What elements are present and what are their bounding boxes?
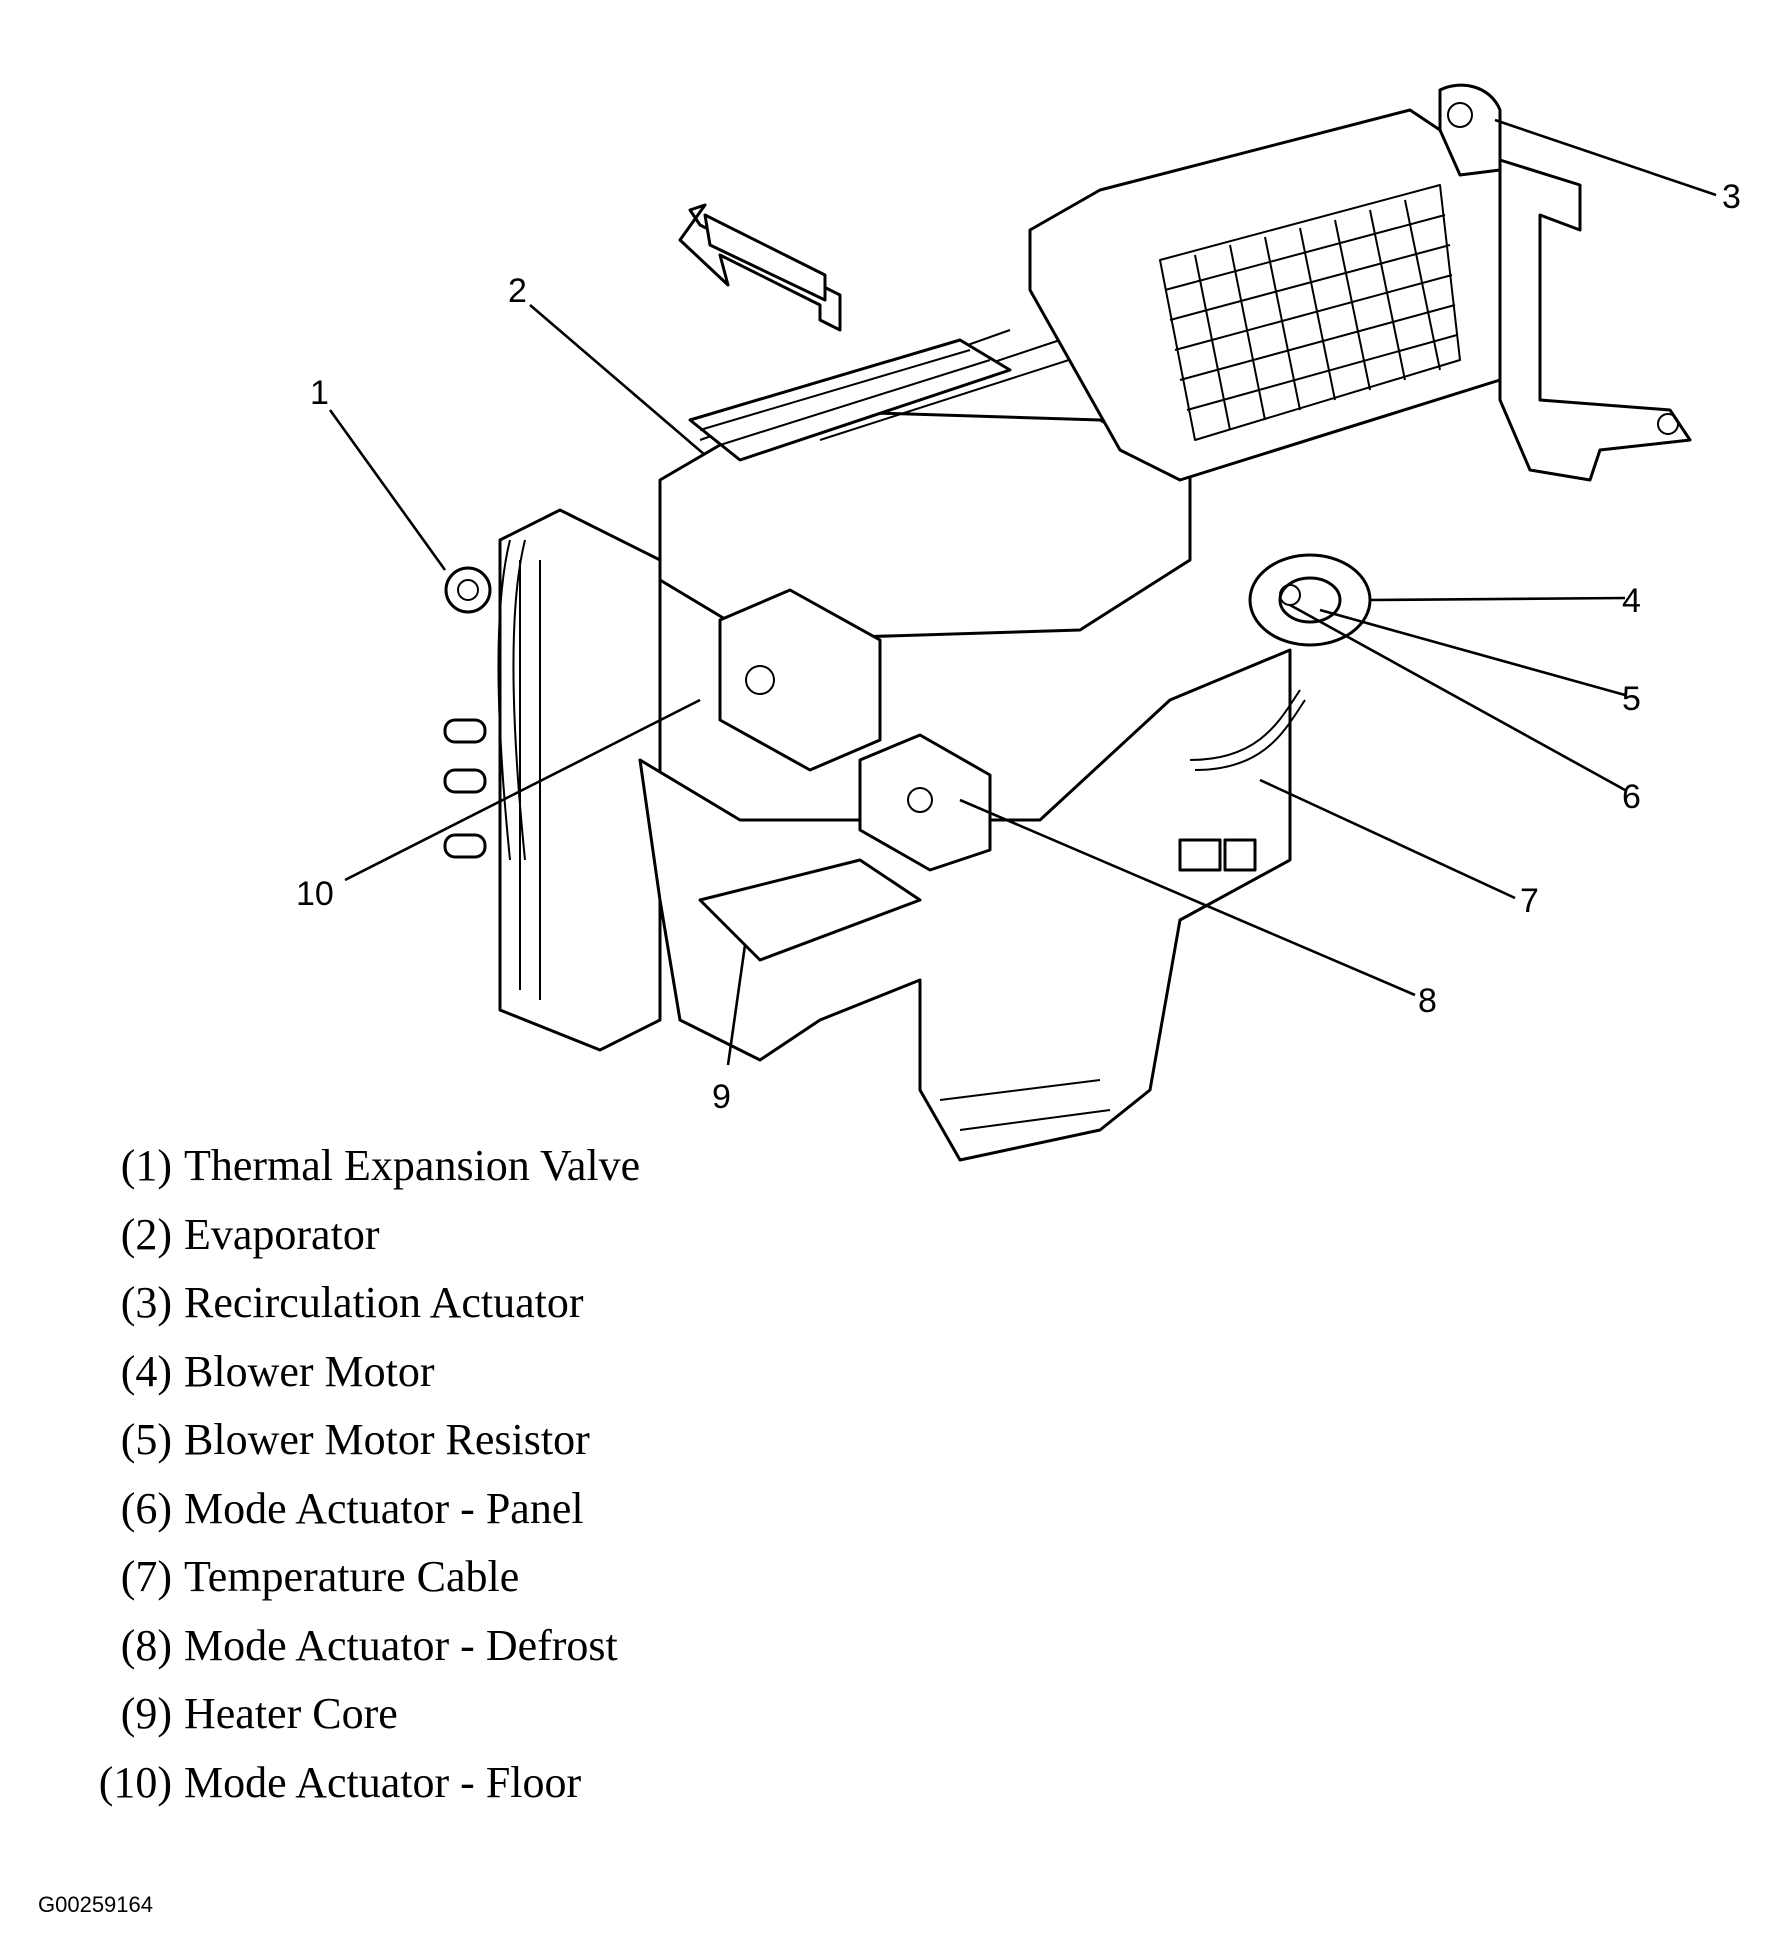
callout-10: 10 [296,875,334,913]
hvac-housing-illustration [443,83,1692,1162]
leader-lines [328,118,1717,1066]
legend-item-7: (7) Temperature Cable [120,1552,520,1601]
legend-item-5: (5) Blower Motor Resistor [120,1415,590,1464]
leader-line-9 [726,944,747,1066]
callout-8: 8 [1418,982,1437,1020]
leader-line-7 [1259,778,1516,900]
leader-line-5 [1319,608,1626,697]
leader-line-1 [328,409,447,571]
callout-4: 4 [1622,582,1641,620]
callout-numbers: 1 2 3 4 5 6 7 8 9 10 [296,178,1741,1116]
callout-2: 2 [508,272,527,310]
parts-legend: (1) Thermal Expansion Valve (2) Evaporat… [72,1140,972,1825]
legend-item-8: (8) Mode Actuator - Defrost [120,1620,618,1670]
legend-item-9: (9) Heater Core [120,1689,398,1738]
leader-line-8 [959,798,1416,997]
callout-7: 7 [1520,882,1539,920]
leader-line-2 [529,304,706,456]
legend-item-10: (10) Mode Actuator - Floor [98,1757,582,1807]
leader-line-6 [1289,603,1626,792]
leader-line-10 [344,698,701,882]
figure-id: G00259164 [38,1892,153,1917]
leader-line-4 [1369,596,1626,602]
air-filter-grid [1159,184,1461,441]
callout-5: 5 [1622,680,1641,718]
hvac-module-diagram: 1 2 3 4 5 6 7 8 9 10 [296,83,1741,1162]
leader-line-3 [1494,118,1717,197]
legend-item-3: (3) Recirculation Actuator [120,1278,584,1327]
callout-6: 6 [1622,778,1641,816]
callout-1: 1 [310,374,329,412]
direction-arrow-icon [678,203,842,332]
legend-item-1: (1) Thermal Expansion Valve [120,1141,641,1190]
legend-item-6: (6) Mode Actuator - Panel [120,1483,584,1533]
legend-item-4: (4) Blower Motor [120,1346,435,1396]
callout-9: 9 [712,1078,731,1116]
callout-3: 3 [1722,178,1741,216]
legend-item-2: (2) Evaporator [120,1209,380,1259]
